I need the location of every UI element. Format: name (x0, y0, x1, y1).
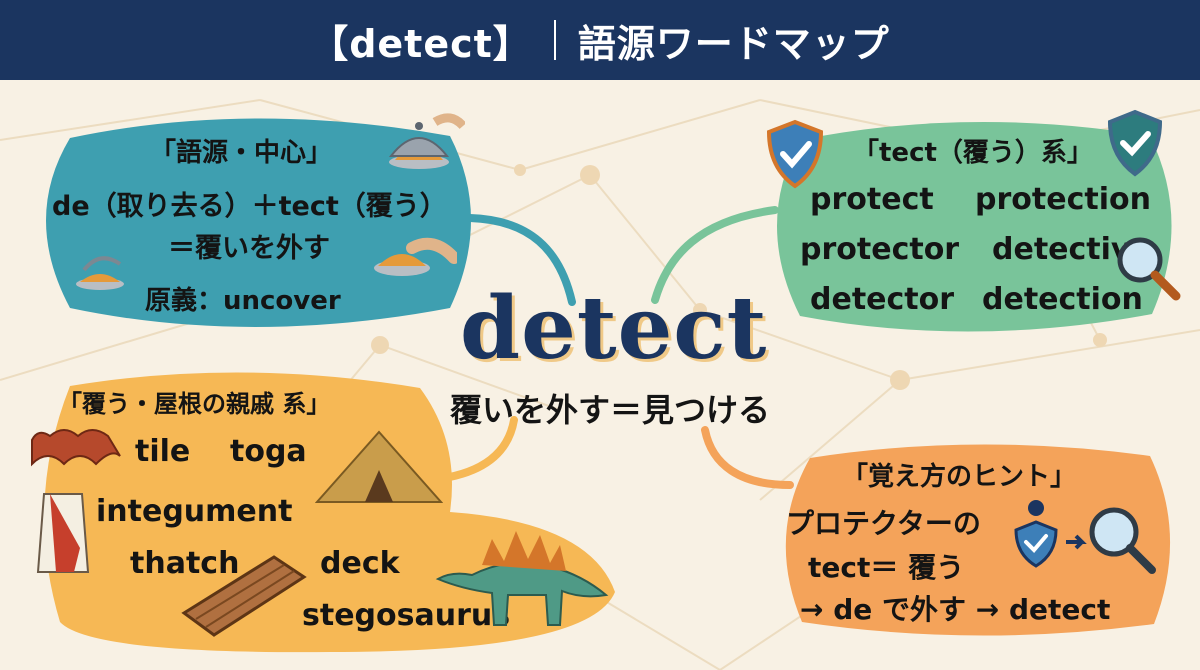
word-protection: protection (975, 182, 1151, 217)
etymology-line1: de（取り去る）＋tect（覆う） (52, 191, 447, 222)
tect-family-title: 「tect（覆う）系」 (853, 138, 1093, 168)
roof-tile-icon (31, 429, 121, 467)
word-detector: detector (810, 282, 955, 317)
word-thatch: thatch (130, 546, 240, 581)
cloche-base-icon (374, 237, 457, 276)
word-stegosaurus: stegosaurus (302, 598, 511, 633)
etymology-bubble (46, 118, 471, 328)
center-word: detect (460, 278, 768, 379)
hint-bubble (785, 444, 1171, 636)
toga-icon (36, 493, 90, 573)
header-title: 【detect】 (310, 21, 532, 66)
hint-line2: tect＝ 覆う (808, 551, 965, 584)
cover-family-title: 「覆う・屋根の親戚 系」 (58, 390, 331, 418)
word-toga: toga (230, 434, 307, 469)
word-protect: protect (810, 182, 934, 217)
hint-line3: → de で外す → detect (800, 593, 1111, 626)
thatched-hut-icon (315, 430, 443, 503)
word-integument: integument (96, 494, 293, 529)
word-protector: protector (800, 232, 960, 267)
etymology-line2: ＝覆いを外す (168, 233, 330, 264)
hint-line1: プロテクターの (786, 507, 981, 540)
header-subtitle: 語源ワードマップ (577, 21, 890, 66)
hint-title: 「覚え方のヒント」 (842, 462, 1077, 492)
header-bar: 【detect】 語源ワードマップ (0, 0, 1200, 80)
cloche-icon (388, 113, 465, 169)
header-divider (553, 20, 556, 60)
etymology-title: 「語源・中心」 (150, 138, 333, 168)
shield-check-icon (766, 119, 824, 189)
etymology-original: 原義：uncover (145, 286, 341, 316)
tect-family-bubble (777, 121, 1172, 332)
stegosaurus-icon (435, 531, 609, 626)
uncovered-dish-icon (76, 256, 124, 290)
word-tile: tile (135, 434, 191, 469)
word-detection: detection (982, 282, 1143, 317)
word-deck: deck (320, 546, 400, 581)
magnifier-icon (1117, 237, 1181, 301)
shield-check-icon-2 (1107, 109, 1163, 177)
wooden-deck-icon (181, 555, 307, 637)
person-shield-icon (1014, 500, 1156, 574)
center-meaning: 覆いを外す＝見つける (449, 391, 770, 429)
